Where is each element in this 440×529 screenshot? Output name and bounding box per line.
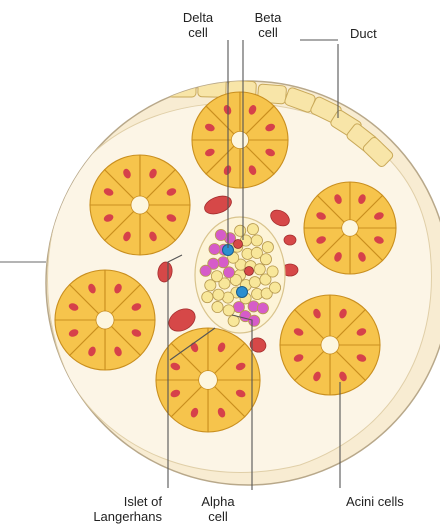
alpha-cell: [257, 303, 268, 314]
beta-cell: [235, 225, 246, 236]
beta-cell-label: Beta cell: [246, 10, 290, 40]
acinus: [55, 270, 155, 370]
duct-cell: [77, 90, 106, 110]
beta-cell: [251, 235, 262, 246]
beta-cell: [205, 280, 216, 291]
alpha-cell: [218, 257, 229, 268]
beta-cell: [254, 264, 265, 275]
alpha-cell: [249, 315, 260, 326]
duct-cell: [47, 98, 77, 119]
red-blood-cell: [245, 267, 254, 276]
duct-cell: [138, 81, 166, 100]
alpha-cell-label: Alpha cell: [186, 494, 250, 524]
alpha-cell: [209, 243, 220, 254]
delta-cell: [237, 287, 248, 298]
red-blood-cell: [284, 235, 296, 245]
acinus: [280, 295, 380, 395]
alpha-cell: [200, 265, 211, 276]
beta-cell: [223, 305, 234, 316]
beta-cell: [262, 242, 273, 253]
acinus: [156, 328, 260, 432]
beta-cell: [247, 224, 258, 235]
beta-cell: [249, 277, 260, 288]
duct-cell: [198, 79, 226, 98]
acinus: [90, 155, 190, 255]
beta-cell: [202, 291, 213, 302]
duct-label: Duct: [350, 26, 377, 41]
acinus: [192, 92, 288, 188]
beta-cell: [269, 282, 280, 293]
beta-cell: [267, 266, 278, 277]
alpha-cell: [223, 267, 234, 278]
acini-cells-label: Acini cells: [346, 494, 404, 509]
red-blood-cell: [234, 240, 243, 249]
beta-cell: [260, 254, 271, 265]
duct-cell: [108, 84, 137, 103]
delta-cell-label: Delta cell: [168, 10, 228, 40]
beta-cell: [212, 301, 223, 312]
duct-cell: [168, 79, 196, 97]
beta-cell: [213, 289, 224, 300]
islet-of-langerhans: [195, 217, 285, 333]
acinus: [304, 182, 396, 274]
islet-label: Islet of Langerhans: [52, 494, 162, 524]
alpha-cell: [215, 229, 226, 240]
